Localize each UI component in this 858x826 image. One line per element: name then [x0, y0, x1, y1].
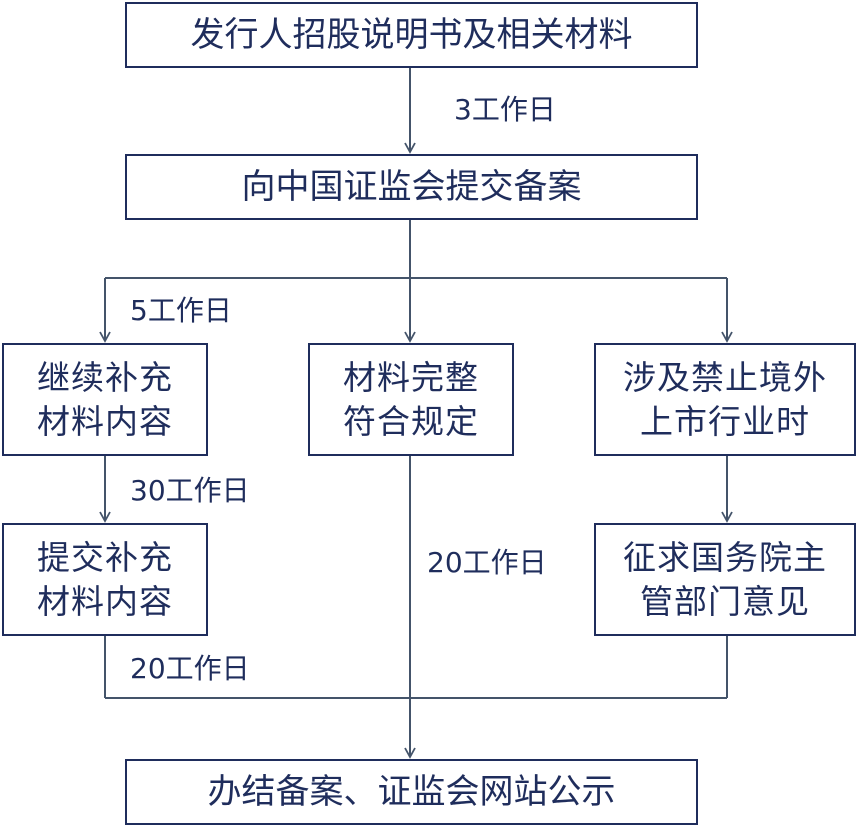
label-5-days: 5工作日 — [130, 294, 232, 327]
continue-supplement-line2: 材料内容 — [37, 401, 173, 441]
restricted-box: 涉及禁止境外 上市行业时 — [594, 343, 856, 456]
restricted-line1: 涉及禁止境外 — [623, 357, 827, 397]
label-20-days-bottom: 20工作日 — [130, 652, 250, 685]
prospectus-box: 发行人招股说明书及相关材料 — [125, 2, 698, 68]
complete-line1: 材料完整 — [343, 357, 479, 397]
state-council-line1: 征求国务院主 — [623, 537, 827, 577]
label-30-days: 30工作日 — [130, 474, 250, 507]
complete-box: 材料完整 符合规定 — [308, 343, 514, 456]
state-council-line2: 管部门意见 — [640, 581, 810, 621]
restricted-line2: 上市行业时 — [640, 401, 810, 441]
state-council-box: 征求国务院主 管部门意见 — [594, 523, 856, 636]
submit-supplement-line2: 材料内容 — [37, 581, 173, 621]
continue-supplement-box: 继续补充 材料内容 — [2, 343, 208, 456]
submit-csrc-text: 向中国证监会提交备案 — [241, 167, 582, 207]
continue-supplement-line1: 继续补充 — [37, 357, 173, 397]
final-text: 办结备案、证监会网站公示 — [207, 772, 616, 812]
final-box: 办结备案、证监会网站公示 — [125, 759, 698, 825]
submit-csrc-box: 向中国证监会提交备案 — [125, 154, 698, 220]
submit-supplement-box: 提交补充 材料内容 — [2, 523, 208, 636]
label-3-days: 3工作日 — [454, 93, 556, 126]
submit-supplement-line1: 提交补充 — [37, 537, 173, 577]
complete-line2: 符合规定 — [343, 401, 479, 441]
label-20-days-center: 20工作日 — [427, 546, 547, 579]
prospectus-text: 发行人招股说明书及相关材料 — [190, 15, 633, 55]
